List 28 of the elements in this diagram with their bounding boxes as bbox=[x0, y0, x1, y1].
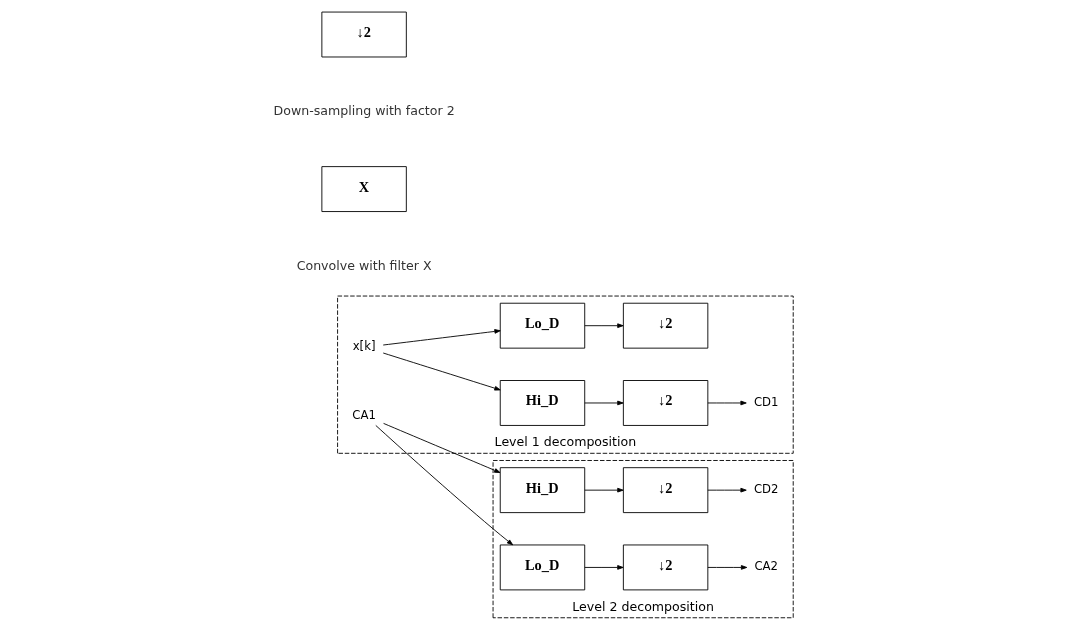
node-label: Down-sampling with factor 2 bbox=[273, 103, 455, 119]
arrow bbox=[707, 487, 747, 493]
node-box: ↓2 bbox=[622, 380, 709, 426]
node-box: ↓2 bbox=[622, 302, 709, 349]
arrow bbox=[584, 400, 624, 406]
arrow bbox=[375, 425, 514, 546]
node-box: ↓2 bbox=[321, 11, 407, 58]
node-box: Lo_D bbox=[499, 544, 586, 591]
node-box: ↓2 bbox=[622, 467, 709, 514]
arrow bbox=[707, 400, 747, 406]
node-text: CD1 bbox=[753, 395, 779, 410]
arrow bbox=[584, 565, 624, 570]
arrow bbox=[382, 329, 501, 346]
arrow bbox=[584, 487, 624, 493]
node-text: CA2 bbox=[754, 559, 779, 574]
node-box: Lo_D bbox=[499, 302, 586, 349]
node-label: Convolve with filter X bbox=[296, 257, 432, 273]
arrow bbox=[707, 565, 748, 570]
node-text: x[k] bbox=[352, 339, 376, 354]
arrow bbox=[383, 422, 501, 474]
arrow bbox=[584, 323, 624, 329]
node-box: Hi_D bbox=[499, 467, 586, 514]
node-box: X bbox=[321, 166, 407, 212]
arrow bbox=[382, 352, 501, 391]
node-box: ↓2 bbox=[622, 544, 709, 591]
node-text: CA1 bbox=[352, 407, 376, 422]
node-box: Hi_D bbox=[499, 380, 586, 426]
node-text: CD2 bbox=[753, 482, 779, 497]
